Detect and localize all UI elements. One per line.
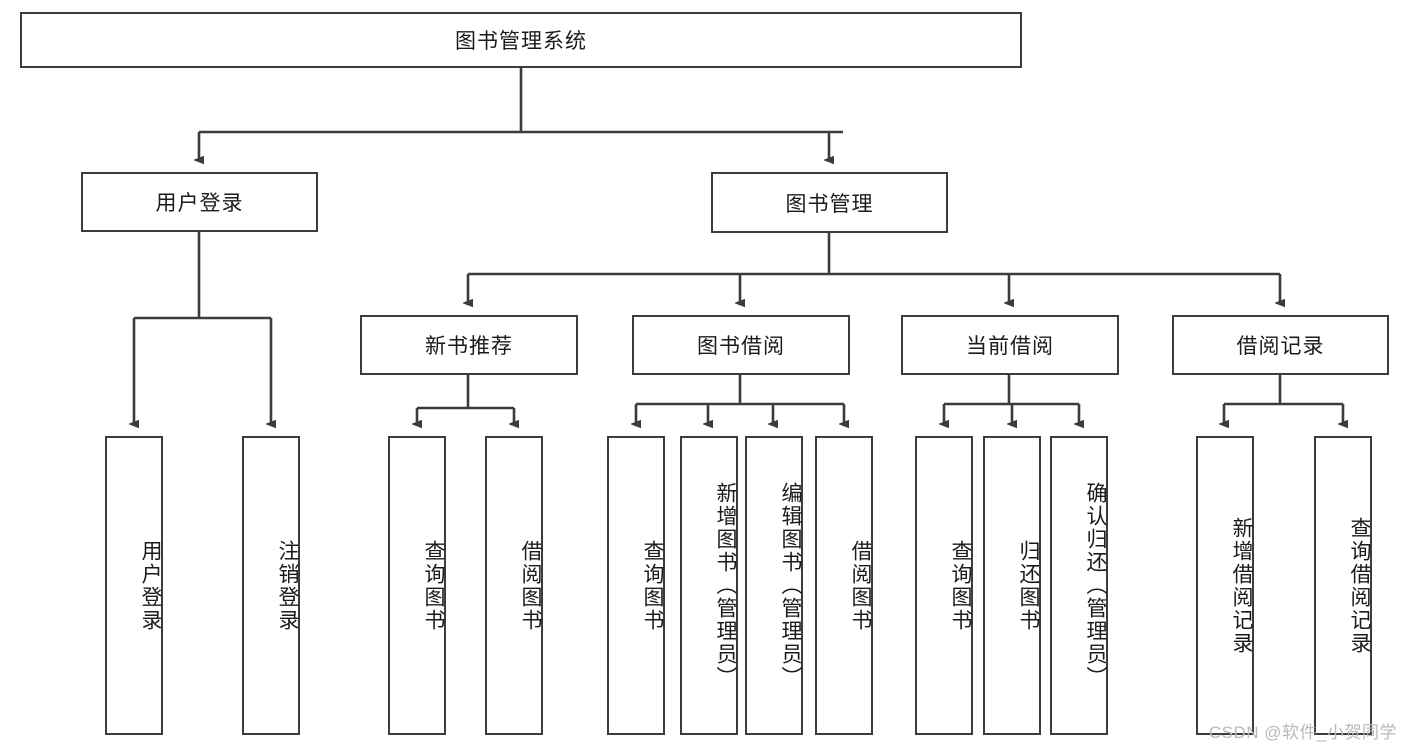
leaf-label: 编辑图书（管理员） xyxy=(779,482,802,689)
node-book-management-label: 图书管理 xyxy=(785,192,874,216)
leaf-book-borrow-borrow[interactable]: 借阅图书 xyxy=(815,436,873,735)
leaf-current-borrow-query[interactable]: 查询图书 xyxy=(915,436,973,735)
node-new-book-recommend[interactable]: 新书推荐 xyxy=(360,315,578,375)
node-user-login[interactable]: 用户登录 xyxy=(81,172,318,232)
leaf-current-borrow-confirm-return[interactable]: 确认归还（管理员） xyxy=(1050,436,1108,735)
leaf-new-book-query[interactable]: 查询图书 xyxy=(388,436,446,735)
leaf-label: 确认归还（管理员） xyxy=(1084,482,1107,689)
leaf-label: 新增图书（管理员） xyxy=(714,482,737,689)
node-new-book-recommend-label: 新书推荐 xyxy=(425,335,513,358)
leaf-borrow-record-query[interactable]: 查询借阅记录 xyxy=(1314,436,1372,735)
node-borrow-record[interactable]: 借阅记录 xyxy=(1172,315,1389,375)
node-user-login-label: 用户登录 xyxy=(155,192,244,215)
node-book-borrow[interactable]: 图书借阅 xyxy=(632,315,850,375)
node-root-label: 图书管理系统 xyxy=(455,30,587,53)
leaf-current-borrow-return[interactable]: 归还图书 xyxy=(983,436,1041,735)
watermark: CSDN @软件_小贺同学 xyxy=(1208,723,1397,742)
node-book-borrow-label: 图书借阅 xyxy=(697,335,785,358)
leaf-label: 查询借阅记录 xyxy=(1348,516,1371,655)
leaf-book-borrow-query[interactable]: 查询图书 xyxy=(607,436,665,735)
leaf-label: 查询图书 xyxy=(641,539,664,632)
leaf-label: 注销登录 xyxy=(276,539,299,632)
leaf-user-login-login[interactable]: 用户登录 xyxy=(105,436,163,735)
leaf-book-borrow-edit[interactable]: 编辑图书（管理员） xyxy=(745,436,803,735)
leaf-user-login-logout[interactable]: 注销登录 xyxy=(242,436,300,735)
node-borrow-record-label: 借阅记录 xyxy=(1236,335,1325,358)
leaf-new-book-borrow[interactable]: 借阅图书 xyxy=(485,436,543,735)
leaf-label: 借阅图书 xyxy=(849,539,872,632)
leaf-label: 用户登录 xyxy=(139,539,162,632)
leaf-borrow-record-add[interactable]: 新增借阅记录 xyxy=(1196,436,1254,735)
node-current-borrow-label: 当前借阅 xyxy=(966,335,1054,358)
leaf-book-borrow-add[interactable]: 新增图书（管理员） xyxy=(680,436,738,735)
leaf-label: 新增借阅记录 xyxy=(1230,516,1253,655)
node-current-borrow[interactable]: 当前借阅 xyxy=(901,315,1119,375)
node-book-management[interactable]: 图书管理 xyxy=(711,172,948,233)
leaf-label: 归还图书 xyxy=(1017,539,1040,632)
leaf-label: 借阅图书 xyxy=(519,539,542,632)
leaf-label: 查询图书 xyxy=(949,539,972,632)
leaf-label: 查询图书 xyxy=(422,539,445,632)
node-root[interactable]: 图书管理系统 xyxy=(20,12,1022,68)
